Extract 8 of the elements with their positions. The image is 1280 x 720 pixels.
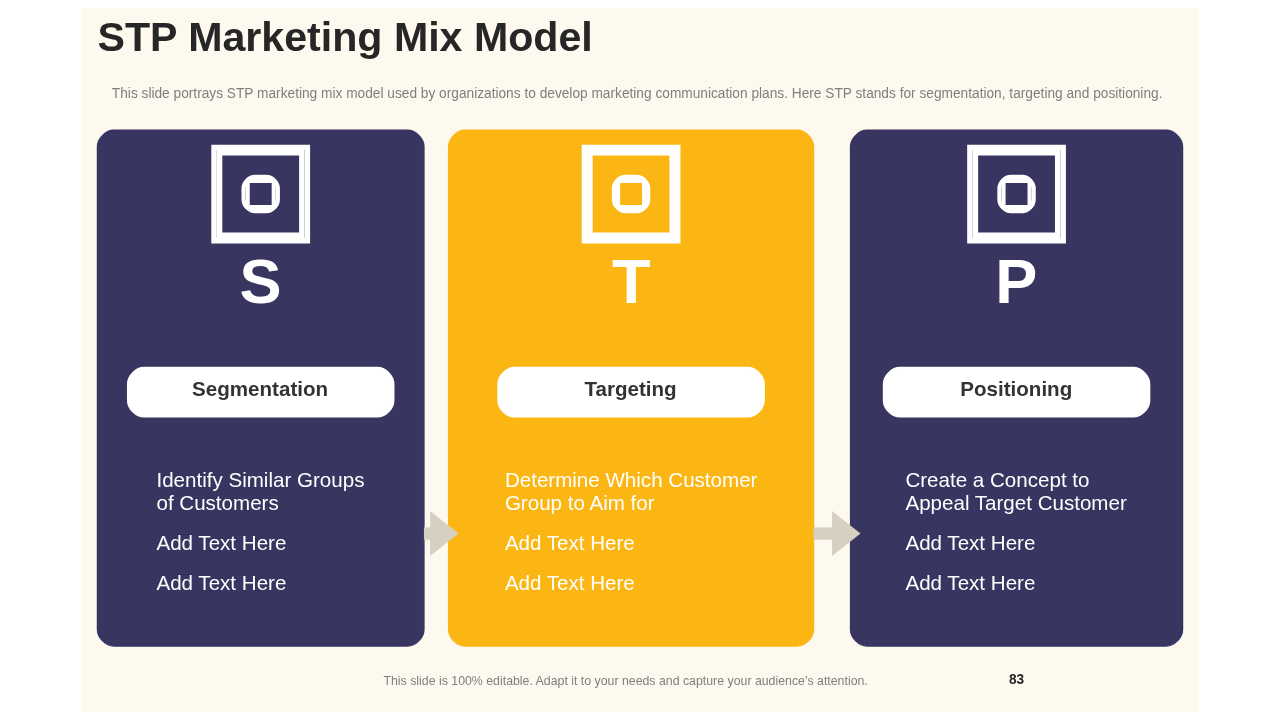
label: This slide is 100% editable. Adapt it to your needs and capture your audience’s attention. — [383, 673, 868, 688]
node-box: Positioning — [882, 366, 1151, 418]
node-box: Segmentation — [126, 366, 395, 418]
node-box: Targeting — [497, 366, 765, 418]
diagram-title: STP Marketing Mix Model — [97, 13, 593, 60]
arrow — [813, 511, 861, 556]
label: This slide portrays STP marketing mix model used by organizations to develop marketing communication plans. Here STP stands for segmentation, targeting and positioning. — [111, 85, 1163, 101]
label: 83 — [1009, 671, 1025, 687]
